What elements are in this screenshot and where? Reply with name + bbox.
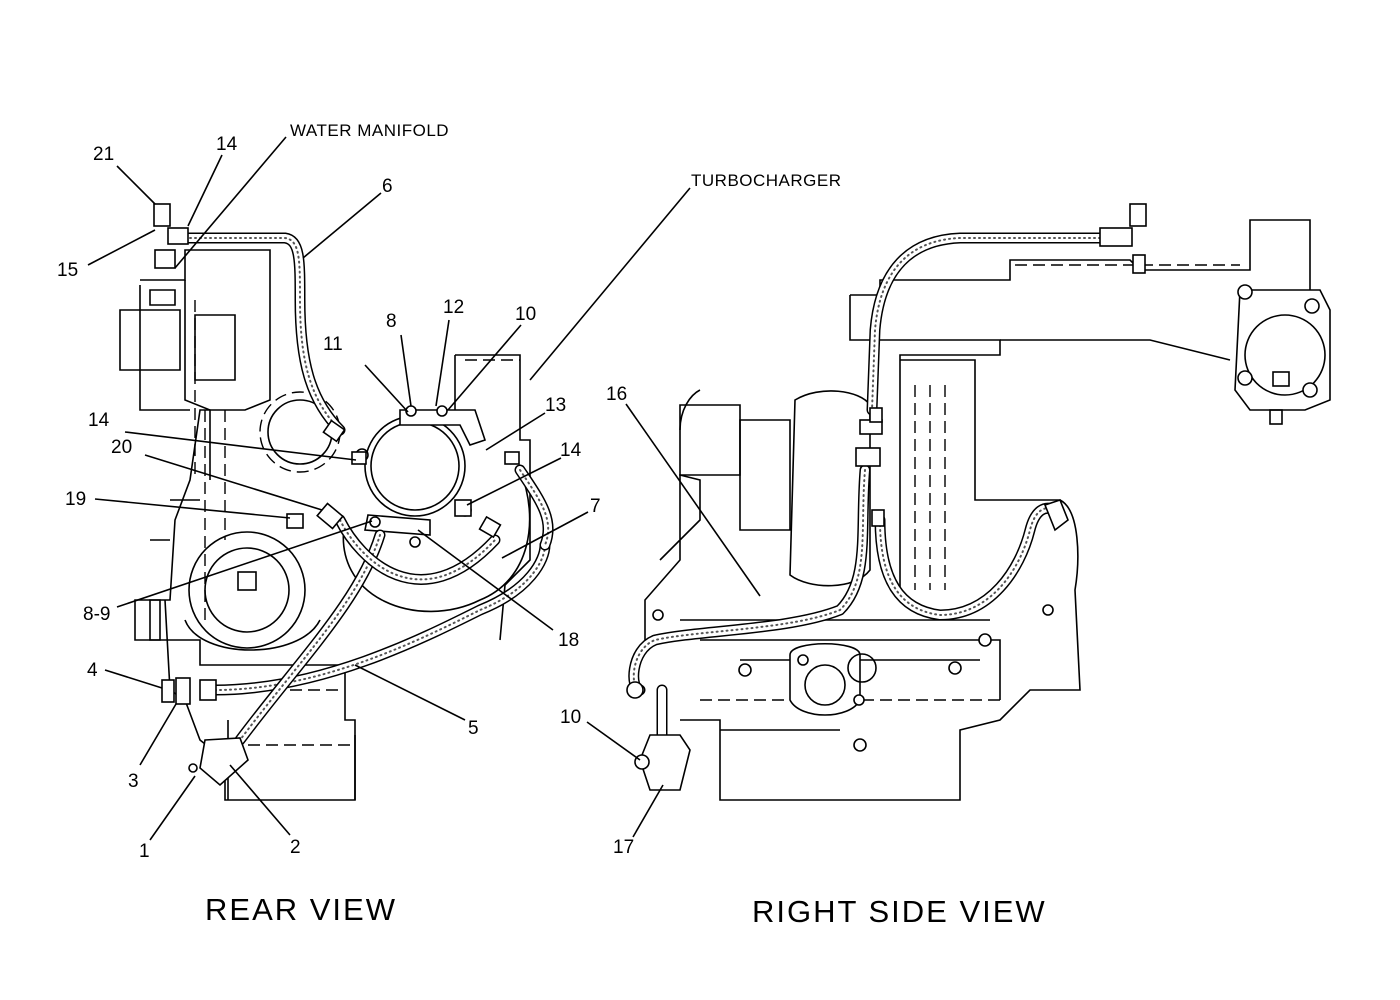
callout-14-left: 14 [88, 410, 110, 431]
rear-view-fittings [153, 203, 520, 787]
water-pump-housing [355, 405, 487, 548]
callout-14-top: 14 [216, 134, 238, 155]
right-side-view-engine-drawing [644, 219, 1331, 801]
callout-12: 12 [443, 297, 464, 318]
callout-1: 1 [139, 841, 150, 862]
callout-numbers: 21 14 6 15 8 12 10 11 13 14 14 20 19 7 8… [57, 134, 634, 862]
callout-19: 19 [65, 489, 86, 510]
callout-17: 17 [613, 837, 634, 858]
callout-18: 18 [558, 630, 579, 651]
rear-view-title: REAR VIEW [205, 892, 397, 927]
callout-5: 5 [468, 718, 479, 739]
leader-lines [87, 136, 761, 841]
callout-21: 21 [93, 144, 114, 165]
label-water-manifold: WATER MANIFOLD [290, 121, 449, 140]
callout-11: 11 [323, 334, 343, 355]
callout-2: 2 [290, 837, 301, 858]
right-side-view-fittings [626, 203, 1147, 791]
callout-10-top: 10 [515, 304, 536, 325]
view-titles: REAR VIEW RIGHT SIDE VIEW [205, 892, 1047, 929]
callout-8-9: 8-9 [83, 604, 110, 625]
callout-8-top: 8 [386, 311, 397, 332]
callout-7: 7 [590, 496, 601, 517]
rear-view-hoses [179, 232, 554, 746]
callout-3: 3 [128, 771, 139, 792]
callout-10-bottom: 10 [560, 707, 581, 728]
callout-4: 4 [87, 660, 98, 681]
callout-20: 20 [111, 437, 132, 458]
callout-6: 6 [382, 176, 393, 197]
callout-15: 15 [57, 260, 78, 281]
component-labels: WATER MANIFOLD TURBOCHARGER [290, 121, 842, 190]
label-turbocharger: TURBOCHARGER [691, 171, 842, 190]
right-side-view-hoses [628, 232, 1111, 751]
callout-16: 16 [606, 384, 627, 405]
callout-13: 13 [545, 395, 566, 416]
callout-14-right: 14 [560, 440, 582, 461]
right-side-view-title: RIGHT SIDE VIEW [752, 894, 1047, 929]
